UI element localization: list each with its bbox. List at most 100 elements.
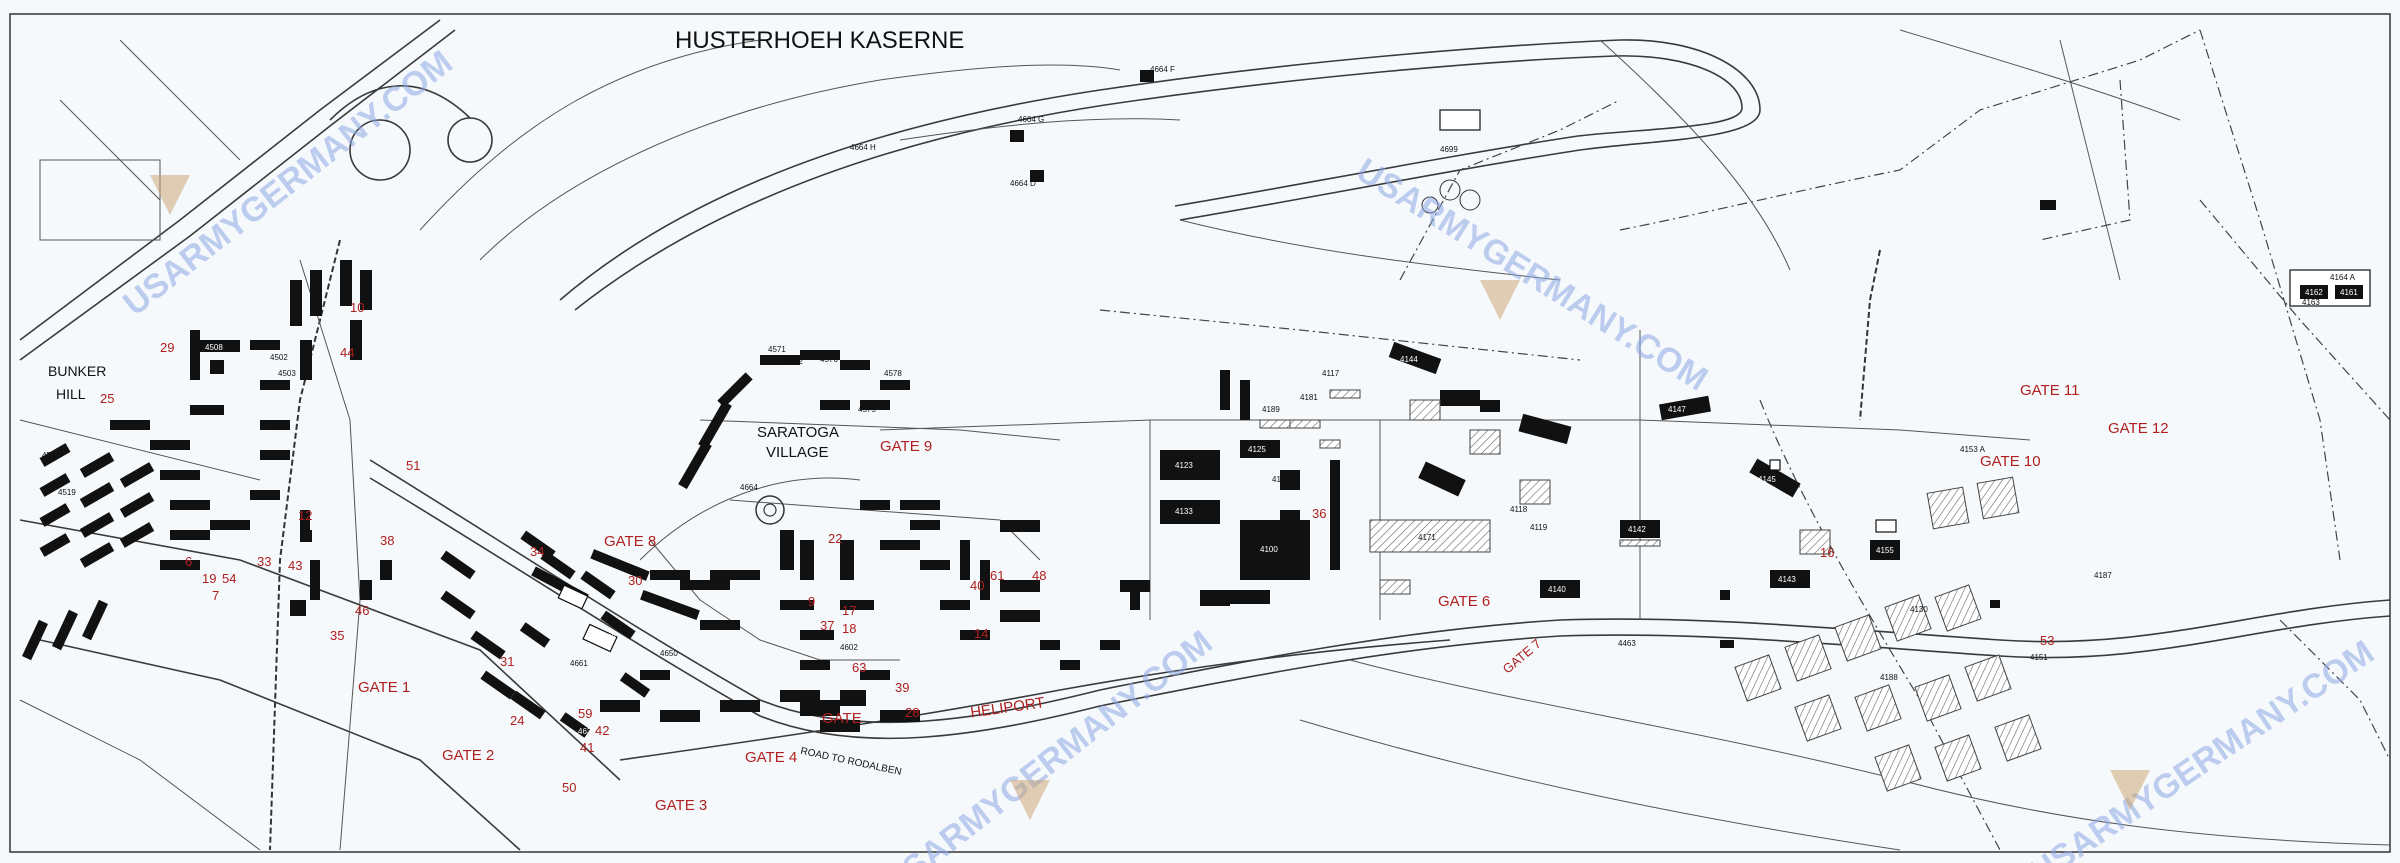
bldg-num-4122: 4122 bbox=[1272, 475, 1290, 484]
gate-5-label: GATE bbox=[822, 710, 862, 727]
gate-4-label: GATE 4 bbox=[745, 749, 797, 766]
bunker-hill-label-1: BUNKER bbox=[48, 363, 106, 379]
red-num: 61 bbox=[990, 568, 1004, 583]
bldg-num-4664: 4664 bbox=[740, 483, 758, 492]
bldg-num-4503: 4503 bbox=[278, 369, 296, 378]
northeast-buildings bbox=[1010, 70, 2371, 307]
property-boundaries bbox=[1099, 29, 2391, 851]
central-quad-buildings bbox=[780, 500, 1150, 716]
watermark-text: USARMYGERMANY.COM bbox=[2023, 633, 2381, 863]
railway-line bbox=[269, 239, 341, 851]
bldg-num-4144: 4144 bbox=[1400, 355, 1418, 364]
red-num: 24 bbox=[510, 713, 524, 728]
bldg-num-4578: 4578 bbox=[884, 369, 902, 378]
red-num: 50 bbox=[562, 780, 576, 795]
red-num: 22 bbox=[828, 531, 842, 546]
red-num: 29 bbox=[160, 340, 174, 355]
bldg-num-4130: 4130 bbox=[1910, 605, 1928, 614]
red-num: 38 bbox=[380, 533, 394, 548]
heliport-label: HELIPORT bbox=[969, 694, 1045, 721]
bldg-num-4164a: 4164 A bbox=[2330, 273, 2356, 282]
bldg-num-4575: 4575 bbox=[858, 405, 876, 414]
bunker-hill-label-2: HILL bbox=[56, 386, 86, 402]
red-num: 51 bbox=[406, 458, 420, 473]
red-num: 19 bbox=[202, 571, 216, 586]
northern-roads bbox=[419, 29, 2181, 311]
bldg-num-4145: 4145 bbox=[1758, 475, 1776, 484]
watermark-emblem-icon bbox=[1010, 780, 1050, 820]
red-num: 43 bbox=[288, 558, 302, 573]
red-num: 53 bbox=[2040, 633, 2054, 648]
red-num: 48 bbox=[1032, 568, 1046, 583]
bldg-num-4699: 4699 bbox=[1440, 145, 1458, 154]
gate-10-label: GATE 10 bbox=[1980, 453, 2041, 470]
red-number-labels: 29 25 10 44 51 12 43 38 46 35 24 30 33 3… bbox=[100, 300, 2054, 795]
gate-3-label: GATE 3 bbox=[655, 797, 707, 814]
red-num: 28 bbox=[905, 705, 919, 720]
bldg-num-4463: 4463 bbox=[1618, 639, 1636, 648]
road-note-label: ROAD TO RODALBEN bbox=[799, 746, 902, 778]
western-roads bbox=[19, 19, 621, 851]
red-num: 9 bbox=[808, 594, 815, 609]
gate-8-label: GATE 8 bbox=[604, 533, 656, 550]
bldg-num-4502: 4502 bbox=[270, 353, 288, 362]
map-title: HUSTERHOEH KASERNE bbox=[675, 27, 964, 54]
bldg-num-4133: 4133 bbox=[1175, 507, 1193, 516]
gate-1-label: GATE 1 bbox=[358, 679, 410, 696]
bldg-num-4171: 4171 bbox=[1418, 533, 1436, 542]
red-num: 44 bbox=[340, 345, 354, 360]
red-num: 35 bbox=[330, 628, 344, 643]
bldg-num-4118: 4118 bbox=[1510, 505, 1528, 514]
gate-11-label: GATE 11 bbox=[2020, 382, 2079, 399]
bldg-num-4576: 4576 bbox=[820, 355, 838, 364]
bldg-num-4117: 4117 bbox=[1322, 369, 1340, 378]
bldg-num-4632: 4632 bbox=[578, 727, 596, 736]
watermark-emblem-icon bbox=[2110, 770, 2150, 810]
watermark-emblem-icon bbox=[150, 175, 190, 215]
bldg-num-4119: 4119 bbox=[1530, 523, 1548, 532]
red-num: 16 bbox=[1820, 545, 1834, 560]
bldg-num-4153a: 4153 A bbox=[1960, 445, 1986, 454]
central-column-buildings bbox=[290, 260, 372, 600]
bldg-num-4520: 4520 bbox=[42, 451, 60, 460]
red-num: 41 bbox=[580, 740, 594, 755]
bldg-num-4650: 4650 bbox=[660, 649, 678, 658]
bldg-num-4189: 4189 bbox=[1262, 405, 1280, 414]
bldg-num-4661: 4661 bbox=[570, 659, 588, 668]
bldg-num-4664f: 4664 F bbox=[1150, 65, 1175, 74]
gate-2-label: GATE 2 bbox=[442, 747, 494, 764]
east-central-buildings bbox=[1369, 341, 1831, 600]
red-num: 34 bbox=[530, 544, 544, 559]
gate-7-label: GATE 7 bbox=[1500, 636, 1544, 677]
red-num: 10 bbox=[350, 300, 364, 315]
red-num: 46 bbox=[355, 603, 369, 618]
bunker-hill-buildings bbox=[22, 330, 290, 661]
bldg-num-4188: 4188 bbox=[1880, 673, 1898, 682]
bldg-num-4100: 4100 bbox=[1260, 545, 1278, 554]
watermark-emblem-icon bbox=[1480, 280, 1520, 320]
red-num: 14 bbox=[974, 626, 988, 641]
gate-6-label: GATE 6 bbox=[1438, 593, 1490, 610]
red-num: 12 bbox=[298, 508, 312, 523]
watermark-text: USARMYGERMANY.COM bbox=[876, 623, 1219, 863]
gate-9-label: GATE 9 bbox=[880, 438, 932, 455]
bldg-num-4664g: 4664 G bbox=[1018, 115, 1044, 124]
bldg-num-4187: 4187 bbox=[2094, 571, 2112, 580]
red-num: 63 bbox=[852, 660, 866, 675]
red-num: 25 bbox=[100, 391, 114, 406]
southwest-buildings bbox=[290, 530, 651, 738]
gate-12-label: GATE 12 bbox=[2108, 420, 2169, 437]
bldg-num-4143: 4143 bbox=[1778, 575, 1796, 584]
red-num: 59 bbox=[578, 706, 592, 721]
bldg-num-4602: 4602 bbox=[840, 643, 858, 652]
red-num: 40 bbox=[970, 578, 984, 593]
bldg-num-4142: 4142 bbox=[1628, 525, 1646, 534]
command-area-buildings bbox=[1160, 370, 1361, 606]
red-num: 33 bbox=[257, 554, 271, 569]
red-num: 7 bbox=[212, 588, 219, 603]
red-num: 37 bbox=[820, 618, 834, 633]
red-num: 17 bbox=[842, 603, 856, 618]
bldg-num-4571: 4571 bbox=[768, 345, 786, 354]
bldg-num-4508: 4508 bbox=[205, 343, 223, 352]
